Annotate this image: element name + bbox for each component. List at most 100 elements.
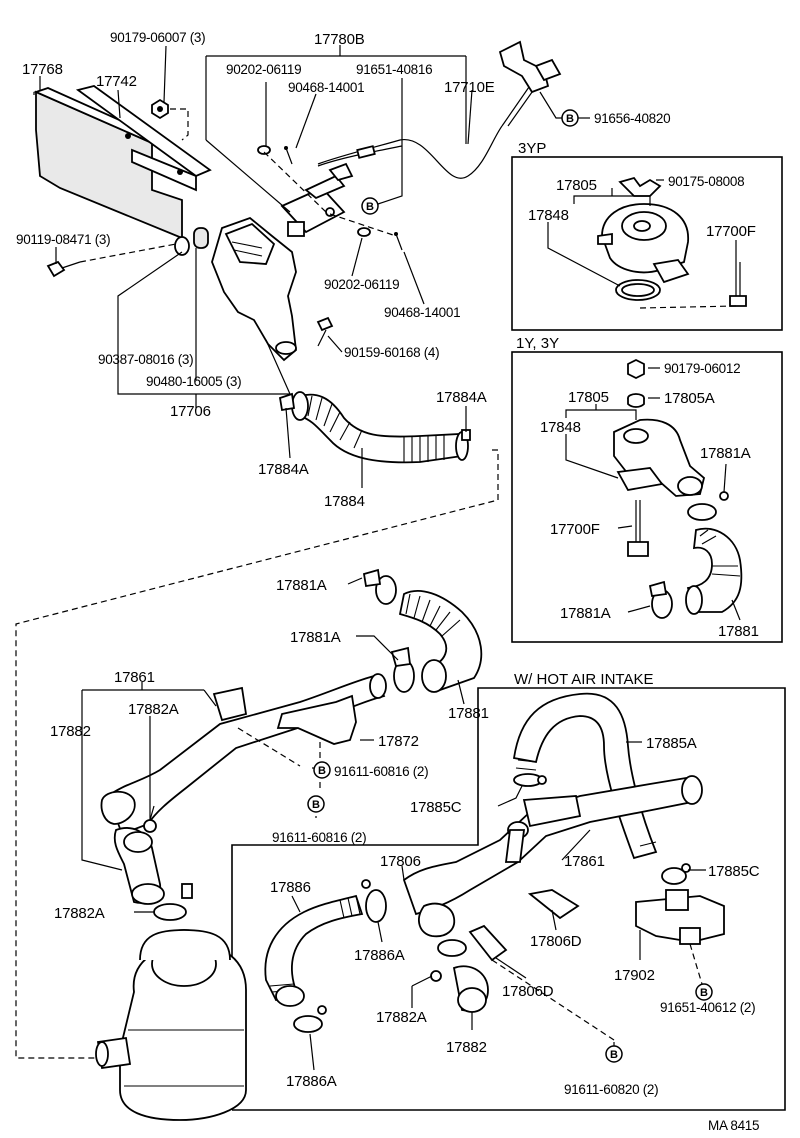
label-3yp-90175-08008: 90175-08008	[668, 174, 744, 189]
label-17886: 17886	[270, 879, 311, 896]
collar-90480-16005	[193, 227, 209, 249]
label-17884: 17884	[324, 493, 365, 510]
svg-text:B: B	[566, 113, 574, 125]
box-hot-air-intake	[231, 687, 786, 1111]
label-17882: 17882	[50, 723, 91, 740]
label-1y-17848: 17848	[540, 419, 581, 436]
label-91611-60816-b: 91611-60816 (2)	[272, 830, 366, 845]
clamp-17886A-upper	[361, 879, 387, 923]
label-90179-06007: 90179-06007 (3)	[110, 30, 205, 45]
label-17882-hot: 17882	[446, 1039, 487, 1056]
label-17742: 17742	[96, 73, 137, 90]
clamp-17881A-lower	[390, 646, 415, 693]
label-17882A-upper: 17882A	[128, 701, 179, 718]
label-1y-17805: 17805	[568, 389, 609, 406]
label-17885C-upper: 17885C	[410, 799, 462, 816]
label-17881A-upper: 17881A	[276, 577, 327, 594]
label-3yp-17700F: 17700F	[706, 223, 756, 240]
label-17861-left: 17861	[114, 669, 155, 686]
label-90480-16005: 90480-16005 (3)	[146, 374, 241, 389]
b-marker-91611-60820: B	[605, 1045, 623, 1063]
gasket-17848-3yp	[615, 279, 661, 301]
box-3yp	[511, 156, 783, 331]
hose-17886	[264, 894, 364, 1007]
label-1y-17881: 17881	[718, 623, 759, 640]
hose-17882-left	[113, 827, 165, 905]
clamp-17885C-right	[661, 863, 691, 885]
label-17881A-lower: 17881A	[290, 629, 341, 646]
label-3yp-17848: 17848	[528, 207, 569, 224]
variant-boxes	[231, 156, 786, 1111]
clamp-17886A-lower	[293, 1005, 327, 1033]
label-1y-17881A-bottom: 17881A	[560, 605, 611, 622]
label-17884A-left: 17884A	[258, 461, 309, 478]
bracket-17806D-upper	[527, 889, 580, 920]
b-marker-91651-40816: B	[361, 197, 379, 215]
label-90202-06119-top: 90202-06119	[226, 62, 301, 77]
label-90119-08471: 90119-08471 (3)	[16, 232, 110, 247]
clamp-17881A-1y-bottom	[648, 580, 673, 619]
pin-90468-14001-mid	[394, 232, 403, 251]
label-1y-17700F: 17700F	[550, 521, 600, 538]
label-91656-40820: 91656-40820	[594, 111, 670, 126]
label-17885C-right: 17885C	[708, 863, 760, 880]
label-17886A-lower: 17886A	[286, 1073, 337, 1090]
clamp-17882A-upper	[143, 805, 157, 833]
dash-washer-mid	[329, 213, 397, 237]
label-17780B: 17780B	[314, 31, 365, 48]
label-91651-40612: 91651-40612 (2)	[660, 1000, 755, 1015]
screw-90159-60168	[316, 316, 334, 347]
part-labels: 90179-06007 (3) 17780B 17768 17742 90202…	[16, 30, 760, 1097]
cap-17805-3yp	[597, 203, 690, 284]
air-cleaner	[95, 929, 247, 1121]
hose-17881-1y	[685, 527, 743, 615]
cable-17710E	[317, 40, 562, 179]
clamp-17881A-upper	[362, 568, 397, 605]
svg-text:B: B	[312, 799, 320, 811]
footer-code: MA 8415	[708, 1118, 759, 1133]
label-90387-08016: 90387-08016 (3)	[98, 352, 193, 367]
nut-90179-06007	[151, 98, 189, 141]
bolt-17700F-3yp	[639, 262, 747, 309]
dashed-leader-hose-to-cleaner	[15, 449, 499, 1059]
label-17884A-right: 17884A	[436, 389, 487, 406]
label-1y-17881A-top: 17881A	[700, 445, 751, 462]
label-90202-06119-mid: 90202-06119	[324, 277, 399, 292]
dash-washer-top	[263, 151, 327, 213]
pipe-17861-left	[100, 673, 387, 836]
nut-90179-06012	[627, 358, 645, 380]
bolt-17700F-1y	[627, 500, 649, 557]
leader-lines	[39, 45, 741, 1071]
b-marker-91611-60816-a: B	[313, 761, 331, 779]
box-1y-3y	[511, 351, 783, 643]
label-17861-right: 17861	[564, 853, 605, 870]
label-90468-14001-top: 90468-14001	[288, 80, 364, 95]
label-91651-40816: 91651-40816	[356, 62, 432, 77]
washer-90202-06119-mid	[357, 227, 371, 237]
wingnut-90175-08008	[618, 176, 662, 197]
header-hot-air-intake: W/ HOT AIR INTAKE	[514, 671, 653, 688]
label-1y-17805A: 17805A	[664, 390, 715, 407]
label-91611-60816-a: 91611-60816 (2)	[334, 764, 428, 779]
cap-17805A	[627, 393, 645, 408]
svg-text:B: B	[366, 201, 374, 213]
label-17768: 17768	[22, 61, 63, 78]
svg-text:B: B	[318, 765, 326, 777]
hose-17882-hot	[418, 902, 489, 1013]
gasket-17848-1y	[616, 467, 664, 491]
bracket-17742	[75, 85, 212, 192]
svg-text:B: B	[700, 987, 708, 999]
label-90159-60168: 90159-60168 (4)	[344, 345, 439, 360]
clamp-17884A-right	[455, 429, 471, 461]
header-3yp: 3YP	[518, 140, 546, 157]
clamp-17881A-1y-top	[687, 491, 729, 521]
clamp-17884A-left	[278, 391, 309, 421]
header-1y-3y: 1Y, 3Y	[516, 335, 559, 352]
cap-17805-1y	[613, 418, 706, 497]
label-17710E: 17710E	[444, 79, 495, 96]
label-90468-14001-mid: 90468-14001	[384, 305, 460, 320]
label-17881: 17881	[448, 705, 489, 722]
label-17902: 17902	[614, 967, 655, 984]
